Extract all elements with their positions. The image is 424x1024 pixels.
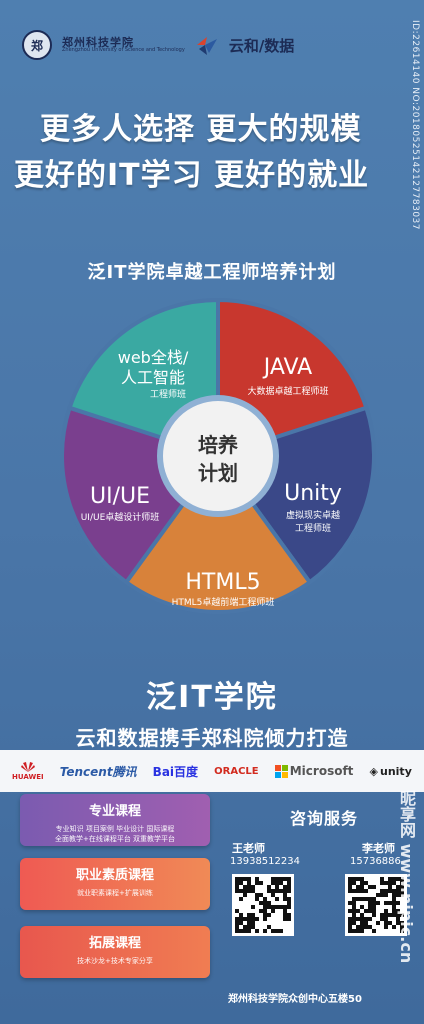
segment-unity-subtitle-2: 工程师班	[295, 522, 331, 534]
segment-html5-title: HTML5	[185, 570, 260, 595]
image-id-strip: ID:22614140 NO:20180525142127783037	[410, 20, 420, 230]
segment-unity-subtitle: 虚拟现实卓越	[286, 509, 340, 521]
partner-unity: ◈ unity	[369, 764, 412, 778]
card-desc-line-1: 专业知识 项目案例 毕业设计 国际课程	[55, 825, 175, 833]
headline-line-1: 更多人选择 更大的规模	[40, 112, 362, 147]
brand-name: 云和/数据	[228, 36, 295, 55]
pie-center-circle	[157, 395, 279, 517]
huawei-flower-icon	[20, 762, 35, 772]
headline-line-2: 更好的IT学习 更好的就业	[14, 158, 370, 193]
school-logo-text: 郑州科技学院 Zhengzhou University of Science a…	[62, 37, 185, 54]
card-desc-line-1: 就业职素课程+扩展训练	[77, 889, 153, 897]
training-plan-pie: 培养 计划 JAVA 大数据卓越工程师班 Unity 虚拟现实卓越 工程师班 H…	[60, 297, 376, 614]
segment-uiue-subtitle: UI/UE卓越设计师班	[81, 511, 160, 523]
card-extended-courses: 拓展课程 技术沙龙+技术专家分享	[20, 926, 210, 978]
qr-code-icon	[235, 877, 291, 933]
card-title: 拓展课程	[88, 936, 141, 951]
segment-java-subtitle: 大数据卓越工程师班	[247, 385, 328, 397]
card-title: 专业课程	[88, 804, 141, 819]
card-career-quality-courses: 职业素质课程 就业职素课程+扩展训练	[20, 858, 210, 910]
pie-center-line-2: 计划	[198, 461, 238, 485]
segment-web-title: web全栈/	[118, 348, 189, 367]
partner-baidu: Bai百度	[152, 764, 199, 779]
academy-subtitle: 云和数据携手郑科院倾力打造	[75, 726, 349, 750]
partner-oracle: ORACLE	[214, 765, 259, 777]
segment-java-title: JAVA	[262, 355, 312, 380]
segment-uiue-title: UI/UE	[90, 484, 150, 509]
header-logos: 郑 郑州科技学院 Zhengzhou University of Science…	[22, 30, 294, 60]
segment-unity-title: Unity	[284, 481, 342, 506]
card-title: 职业素质课程	[75, 868, 154, 883]
partner-logos: HUAWEI Tencent腾讯 Bai百度 ORACLE Microsoft …	[0, 750, 424, 792]
card-professional-courses: 专业课程 专业知识 项目案例 毕业设计 国际课程 全面教学+在线课程平台 双重教…	[20, 794, 210, 846]
card-desc-line-1: 技术沙龙+技术专家分享	[77, 957, 153, 965]
school-name-en: Zhengzhou University of Science and Tech…	[62, 47, 185, 54]
segment-web-title-2: 人工智能	[121, 368, 185, 387]
partner-microsoft: Microsoft	[274, 764, 353, 778]
teacher-2-phone: 15736886	[350, 856, 401, 867]
segment-web-subtitle: 工程师班	[150, 388, 186, 400]
teacher-2-name: 李老师	[362, 842, 395, 855]
pie-segment-html5	[123, 452, 313, 614]
partner-huawei: HUAWEI	[12, 761, 44, 781]
school-seal-icon: 郑	[22, 30, 52, 60]
plan-title: 泛IT学院卓越工程师培养计划	[87, 262, 337, 283]
microsoft-logo-icon	[274, 764, 288, 778]
teacher-1-qr-code	[232, 874, 294, 936]
consult-title: 咨询服务	[290, 809, 359, 828]
qr-code-icon	[348, 877, 404, 933]
teacher-1-phone: 13938512234	[230, 856, 300, 867]
segment-html5-subtitle: HTML5卓越前端工程师班	[172, 596, 275, 608]
watermark-text: 昵享网 www.nipic.cn	[397, 790, 416, 964]
brand-logo-icon	[196, 37, 217, 55]
school-name: 郑州科技学院	[62, 35, 134, 49]
address-text: 郑州科技学院众创中心五楼50	[228, 994, 362, 1005]
teacher-2-qr-code	[345, 874, 407, 936]
academy-title: 泛IT学院	[146, 680, 278, 715]
pie-center-line-1: 培养	[198, 433, 238, 457]
unity-cube-icon: ◈	[369, 764, 378, 778]
card-desc-line-2: 全面教学+在线课程平台 双重教学平台	[54, 835, 176, 843]
partner-tencent: Tencent腾讯	[59, 764, 137, 779]
teacher-1-name: 王老师	[232, 842, 265, 855]
